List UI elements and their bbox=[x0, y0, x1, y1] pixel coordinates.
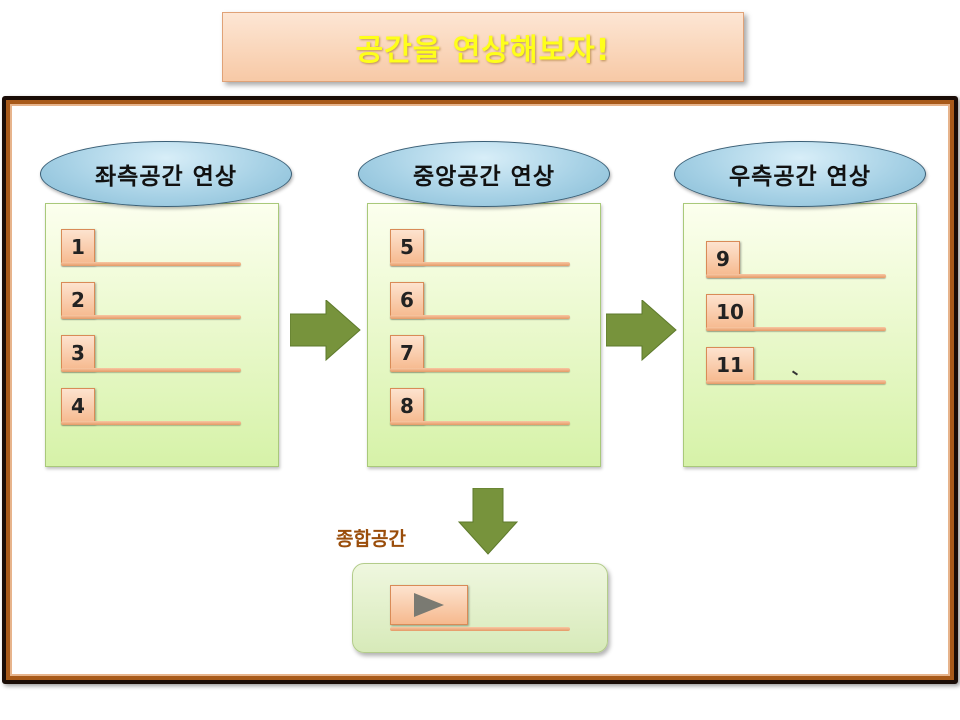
item-number-box: 7 bbox=[390, 335, 424, 371]
play-button[interactable] bbox=[390, 585, 468, 625]
item-number-box: 8 bbox=[390, 388, 424, 424]
answer-line bbox=[390, 627, 570, 631]
title-banner: 공간을 연상해보자! bbox=[222, 12, 744, 82]
answer-line bbox=[390, 262, 570, 266]
left-space-header: 좌측공간 연상 bbox=[40, 141, 292, 207]
answer-line bbox=[61, 262, 241, 266]
answer-line bbox=[706, 327, 886, 331]
right-arrow-icon bbox=[290, 300, 361, 362]
right-space-label: 우측공간 연상 bbox=[729, 164, 871, 190]
answer-line bbox=[390, 368, 570, 372]
item-number-box: 1 bbox=[61, 229, 95, 265]
summary-box bbox=[352, 563, 608, 653]
answer-line bbox=[390, 315, 570, 319]
item-number-box: 6 bbox=[390, 282, 424, 318]
left-panel: 1 2 3 4 bbox=[45, 203, 279, 467]
answer-line bbox=[706, 380, 886, 384]
item-number-box: 5 bbox=[390, 229, 424, 265]
right-arrow-icon bbox=[606, 300, 677, 362]
answer-line bbox=[61, 315, 241, 319]
item-number-box: 10 bbox=[706, 294, 754, 330]
answer-line bbox=[61, 421, 241, 425]
item-number-box: 9 bbox=[706, 241, 740, 277]
play-icon bbox=[414, 593, 444, 617]
center-panel: 5 6 7 8 bbox=[367, 203, 601, 467]
page-title: 공간을 연상해보자! bbox=[355, 33, 611, 68]
right-panel: 9 10 11 bbox=[683, 203, 917, 467]
down-arrow-icon bbox=[457, 488, 519, 555]
center-space-label: 중앙공간 연상 bbox=[413, 164, 555, 190]
item-number-box: 2 bbox=[61, 282, 95, 318]
center-space-header: 중앙공간 연상 bbox=[358, 141, 610, 207]
answer-line bbox=[390, 421, 570, 425]
left-space-label: 좌측공간 연상 bbox=[95, 164, 237, 190]
item-number-box: 4 bbox=[61, 388, 95, 424]
right-space-header: 우측공간 연상 bbox=[674, 141, 926, 207]
answer-line bbox=[706, 274, 886, 278]
answer-line bbox=[61, 368, 241, 372]
item-number-box: 11 bbox=[706, 347, 754, 383]
summary-space-label: 종합공간 bbox=[336, 528, 406, 550]
item-number-box: 3 bbox=[61, 335, 95, 371]
